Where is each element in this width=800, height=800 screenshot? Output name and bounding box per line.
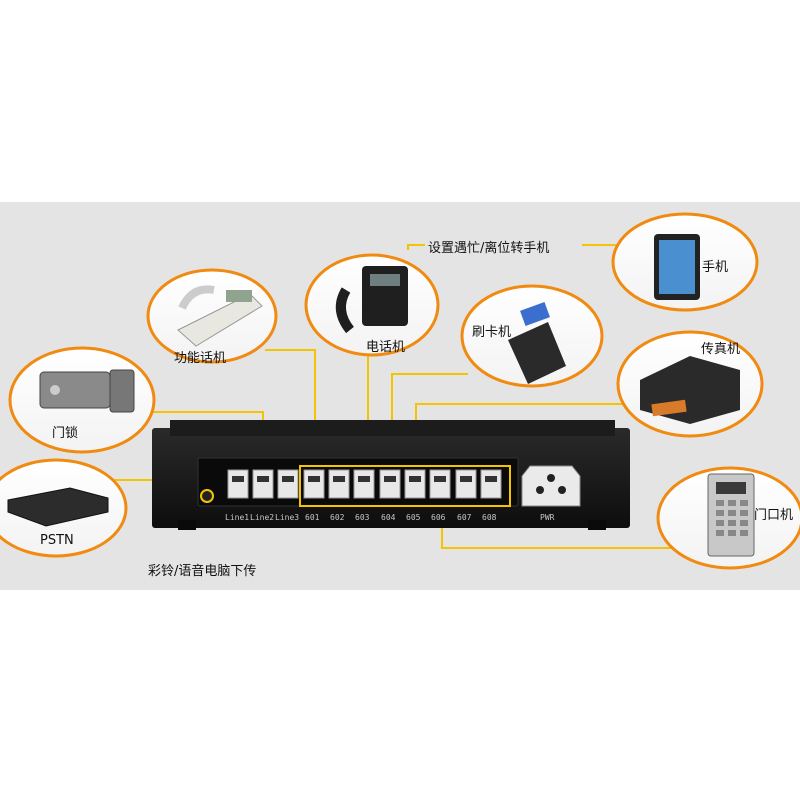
label-forward-busy: 设置遇忙/离位转手机 xyxy=(428,241,550,256)
port-label-601: 601 xyxy=(305,513,320,522)
bubble-feature-phone xyxy=(146,268,278,364)
port-604 xyxy=(379,469,401,499)
port-line2 xyxy=(252,469,274,499)
port-602 xyxy=(328,469,350,499)
port-label-602: 602 xyxy=(330,513,345,522)
port-608 xyxy=(480,469,502,499)
label-card-reader: 刷卡机 xyxy=(472,325,512,340)
bubble-card-reader xyxy=(460,284,604,388)
label-door-phone: 门口机 xyxy=(754,508,794,523)
port-label-line3: Line3 xyxy=(275,513,300,522)
port-606 xyxy=(429,469,451,499)
port-label-603: 603 xyxy=(355,513,370,522)
port-line3 xyxy=(277,469,299,499)
bubble-pstn xyxy=(0,458,128,558)
port-601 xyxy=(303,469,325,499)
label-mobile: 手机 xyxy=(702,260,729,275)
port-605 xyxy=(404,469,426,499)
rj-ports xyxy=(227,469,502,499)
port-label-606: 606 xyxy=(431,513,446,522)
port-line1 xyxy=(227,469,249,499)
label-fax: 传真机 xyxy=(701,342,741,357)
port-label-604: 604 xyxy=(381,513,396,522)
label-door-lock: 门锁 xyxy=(52,426,79,441)
port-label-608: 608 xyxy=(482,513,497,522)
bubble-mobile xyxy=(611,212,759,312)
power-socket-icon xyxy=(521,465,581,507)
bubble-door-phone xyxy=(656,466,800,570)
port-603 xyxy=(353,469,375,499)
port-label-pwr: PWR xyxy=(540,513,555,522)
bubble-phone xyxy=(304,253,440,357)
audio-jack xyxy=(200,489,214,503)
label-phone: 电话机 xyxy=(366,340,406,355)
label-music-on-hold: 彩铃/语音电脑下传 xyxy=(148,564,257,579)
port-label-605: 605 xyxy=(406,513,421,522)
port-label-line1: Line1 xyxy=(225,513,250,522)
label-feature-phone: 功能话机 xyxy=(174,351,227,366)
port-label-607: 607 xyxy=(457,513,472,522)
port-607 xyxy=(455,469,477,499)
port-label-line2: Line2 xyxy=(250,513,275,522)
bubble-door-lock xyxy=(8,346,156,454)
bubble-fax xyxy=(616,330,764,438)
label-pstn: PSTN xyxy=(40,533,74,548)
line-forward xyxy=(407,244,425,250)
